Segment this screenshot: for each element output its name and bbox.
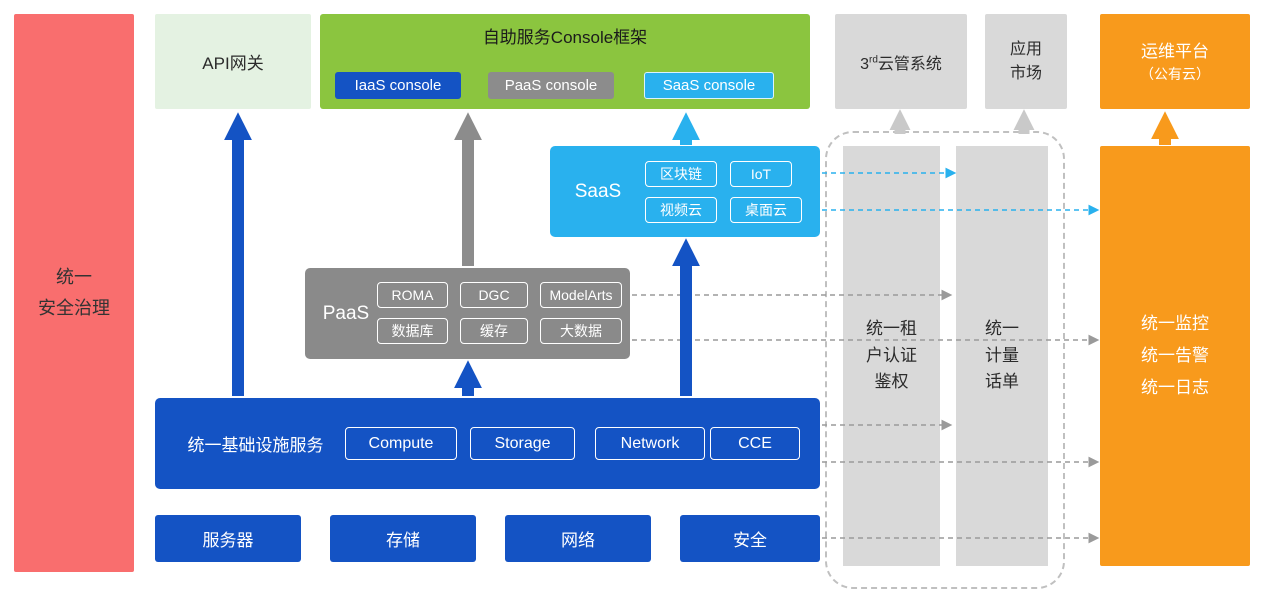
paas-label: PaaS [322, 302, 370, 324]
api-gateway-box: API网关 [155, 14, 311, 109]
ops-platform-line2: （公有云） [1140, 66, 1210, 83]
hw-box-storage: 存储 [330, 515, 476, 562]
paas-item-roma: ROMA [377, 282, 448, 308]
infra-item-compute: Compute [345, 427, 457, 460]
saas-item-blockchain: 区块链 [645, 161, 717, 187]
tenant-services-dashed-container [825, 131, 1065, 589]
saas-label: SaaS [574, 180, 622, 202]
iaas-console-chip: IaaS console [335, 72, 461, 99]
hw-box-server: 服务器 [155, 515, 301, 562]
ops-platform-box: 运维平台 （公有云） [1100, 14, 1250, 109]
api-gateway-label: API网关 [202, 54, 264, 73]
paas-item-database: 数据库 [377, 318, 448, 344]
infrastructure-box: 统一基础设施服务 Compute Storage Network CCE [155, 398, 820, 489]
infra-item-storage: Storage [470, 427, 575, 460]
infrastructure-label: 统一基础设施服务 [187, 436, 324, 455]
saas-console-label: SaaS console [662, 77, 756, 94]
monitor-bar: 统一监控 统一告警 统一日志 [1100, 146, 1250, 566]
metering-bar: 统一 计量 话单 [956, 146, 1048, 566]
paas-item-dgc: DGC [460, 282, 528, 308]
saas-item-video-cloud: 视频云 [645, 197, 717, 223]
hw-box-network: 网络 [505, 515, 651, 562]
infra-item-cce: CCE [710, 427, 800, 460]
paas-console-label: PaaS console [504, 77, 598, 94]
third-party-cloud-mgmt-label: 3rd云管系统 [860, 54, 942, 73]
app-market-label: 应用 市场 [1009, 40, 1042, 82]
saas-console-chip: SaaS console [644, 72, 774, 99]
paas-item-modelarts: ModelArts [540, 282, 622, 308]
security-governance-bar: 统一 安全治理 [14, 14, 134, 572]
third-party-cloud-mgmt-box: 3rd云管系统 [835, 14, 967, 109]
monitor-bar-label: 统一监控 统一告警 统一日志 [1141, 313, 1209, 398]
metering-bar-label: 统一 计量 话单 [985, 319, 1019, 392]
saas-item-iot: IoT [730, 161, 792, 187]
security-governance-label: 统一 安全治理 [38, 267, 110, 318]
infra-item-network: Network [595, 427, 705, 460]
paas-console-chip: PaaS console [488, 72, 614, 99]
paas-item-cache: 缓存 [460, 318, 528, 344]
saas-item-desktop-cloud: 桌面云 [730, 197, 802, 223]
console-frame-box: 自助服务Console框架 IaaS console PaaS console … [320, 14, 810, 109]
paas-item-bigdata: 大数据 [540, 318, 622, 344]
hw-box-security: 安全 [680, 515, 820, 562]
iaas-console-label: IaaS console [354, 77, 442, 94]
console-frame-title: 自助服务Console框架 [482, 28, 648, 47]
saas-box: SaaS 区块链 IoT 视频云 桌面云 [550, 146, 820, 237]
app-market-box: 应用 市场 [985, 14, 1067, 109]
paas-box: PaaS ROMA DGC ModelArts 数据库 缓存 大数据 [305, 268, 630, 359]
ops-platform-line1: 运维平台 [1141, 41, 1209, 61]
auth-bar-label: 统一租 户认证 鉴权 [866, 319, 917, 392]
auth-bar: 统一租 户认证 鉴权 [843, 146, 940, 566]
